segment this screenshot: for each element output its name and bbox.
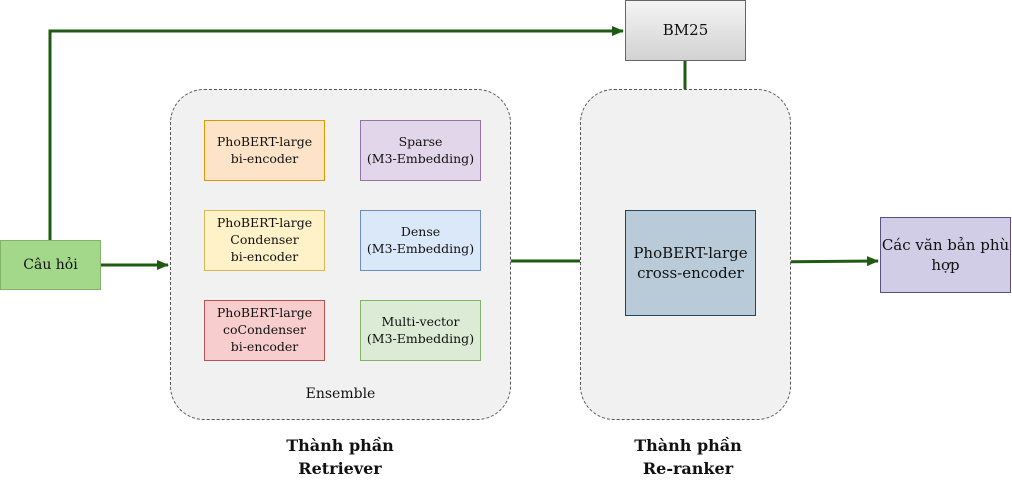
multivector-embedding-node: Multi-vector (M3-Embedding) xyxy=(360,300,481,361)
multivector-line-2: (M3-Embedding) xyxy=(366,330,475,346)
retriever-caption-line-1: Thành phần xyxy=(286,436,394,455)
ensemble-label: Ensemble xyxy=(305,386,376,402)
retriever-caption-line-2: Retriever xyxy=(298,459,382,479)
phobert-bi-encoder-node: PhoBERT-large bi-encoder xyxy=(204,120,325,181)
phobert-bi-line-2: bi-encoder xyxy=(230,150,299,166)
phobert-cocondenser-line-2: coCondenser xyxy=(223,322,306,338)
phobert-cocondenser-line-3: bi-encoder xyxy=(230,338,299,354)
phobert-condenser-line-1: PhoBERT-large xyxy=(216,215,313,231)
phobert-condenser-node: PhoBERT-large Condenser bi-encoder xyxy=(204,210,325,271)
reranker-caption-line-2: Re-ranker xyxy=(642,459,734,479)
phobert-condenser-line-3: bi-encoder xyxy=(230,248,299,264)
cross-encoder-line-1: PhoBERT-large xyxy=(633,243,748,262)
dense-embedding-node: Dense (M3-Embedding) xyxy=(360,210,481,271)
sparse-line-1: Sparse xyxy=(398,133,443,149)
dense-line-1: Dense xyxy=(400,223,441,239)
output-node: Các văn bản phù hợp xyxy=(880,217,1011,293)
bm25-label: BM25 xyxy=(662,21,709,40)
phobert-cocondenser-node: PhoBERT-large coCondenser bi-encoder xyxy=(204,300,325,361)
reranker-caption-line-1: Thành phần xyxy=(634,436,742,455)
reranker-caption: Thành phần Re-ranker xyxy=(588,434,788,480)
dense-line-2: (M3-Embedding) xyxy=(366,240,475,256)
arrow-query-to-bm25 xyxy=(48,26,624,240)
query-label: Câu hỏi xyxy=(23,256,78,273)
cross-encoder-line-2: cross-encoder xyxy=(637,264,744,282)
phobert-cocondenser-line-1: PhoBERT-large xyxy=(216,305,313,321)
output-line-1: Các văn bản phù xyxy=(881,235,1010,254)
query-node: Câu hỏi xyxy=(0,240,101,290)
output-line-2: hợp xyxy=(931,256,960,274)
bm25-node: BM25 xyxy=(625,0,746,61)
phobert-condenser-line-2: Condenser xyxy=(230,232,299,248)
multivector-line-1: Multi-vector xyxy=(381,313,460,329)
cross-encoder-node: PhoBERT-large cross-encoder xyxy=(625,210,756,316)
sparse-embedding-node: Sparse (M3-Embedding) xyxy=(360,120,481,181)
retriever-caption: Thành phần Retriever xyxy=(240,434,440,480)
phobert-bi-line-1: PhoBERT-large xyxy=(216,133,313,149)
sparse-line-2: (M3-Embedding) xyxy=(366,150,475,166)
